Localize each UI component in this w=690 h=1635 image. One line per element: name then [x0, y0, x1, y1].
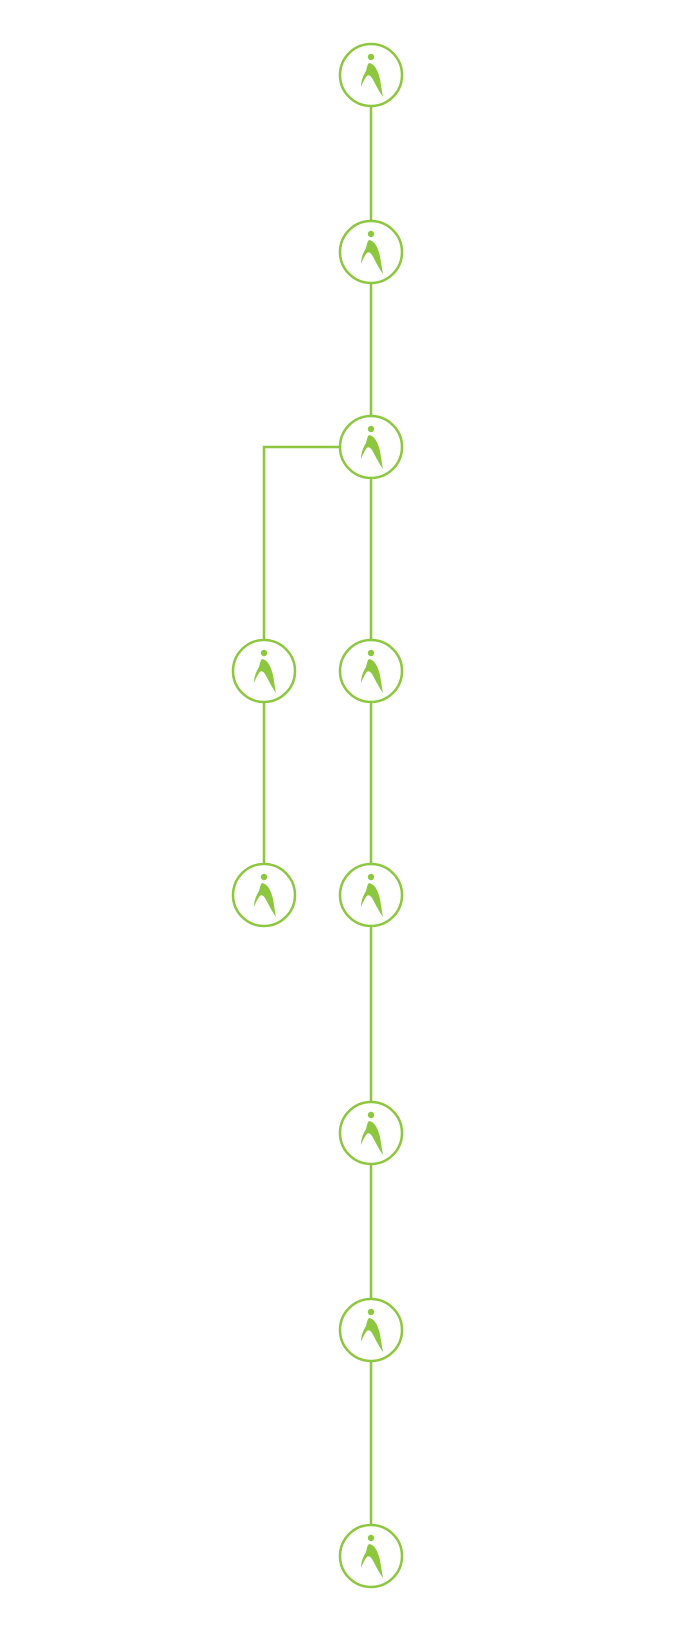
tree-node-n4[interactable]: [231, 638, 297, 704]
person-icon: [361, 1534, 383, 1578]
person-icon: [361, 649, 383, 693]
tree-node-n5[interactable]: [231, 862, 297, 928]
tree-nodes: [231, 42, 404, 1589]
person-icon: [361, 873, 383, 917]
tree-node-n3[interactable]: [338, 414, 404, 480]
tree-node-n8[interactable]: [338, 1100, 404, 1166]
person-icon: [361, 230, 383, 274]
tree-node-n9[interactable]: [338, 1297, 404, 1363]
person-icon: [361, 53, 383, 97]
person-icon: [361, 1308, 383, 1352]
tree-edges: [262, 106, 373, 1525]
person-icon: [361, 425, 383, 469]
person-icon: [361, 1111, 383, 1155]
person-icon: [254, 649, 276, 693]
tree-node-n1[interactable]: [338, 42, 404, 108]
tree-node-n2[interactable]: [338, 219, 404, 285]
tree-node-n10[interactable]: [338, 1523, 404, 1589]
connector-n3-n4: [262, 445, 340, 640]
tree-node-n6[interactable]: [338, 638, 404, 704]
person-icon: [254, 873, 276, 917]
tree-node-n7[interactable]: [338, 862, 404, 928]
